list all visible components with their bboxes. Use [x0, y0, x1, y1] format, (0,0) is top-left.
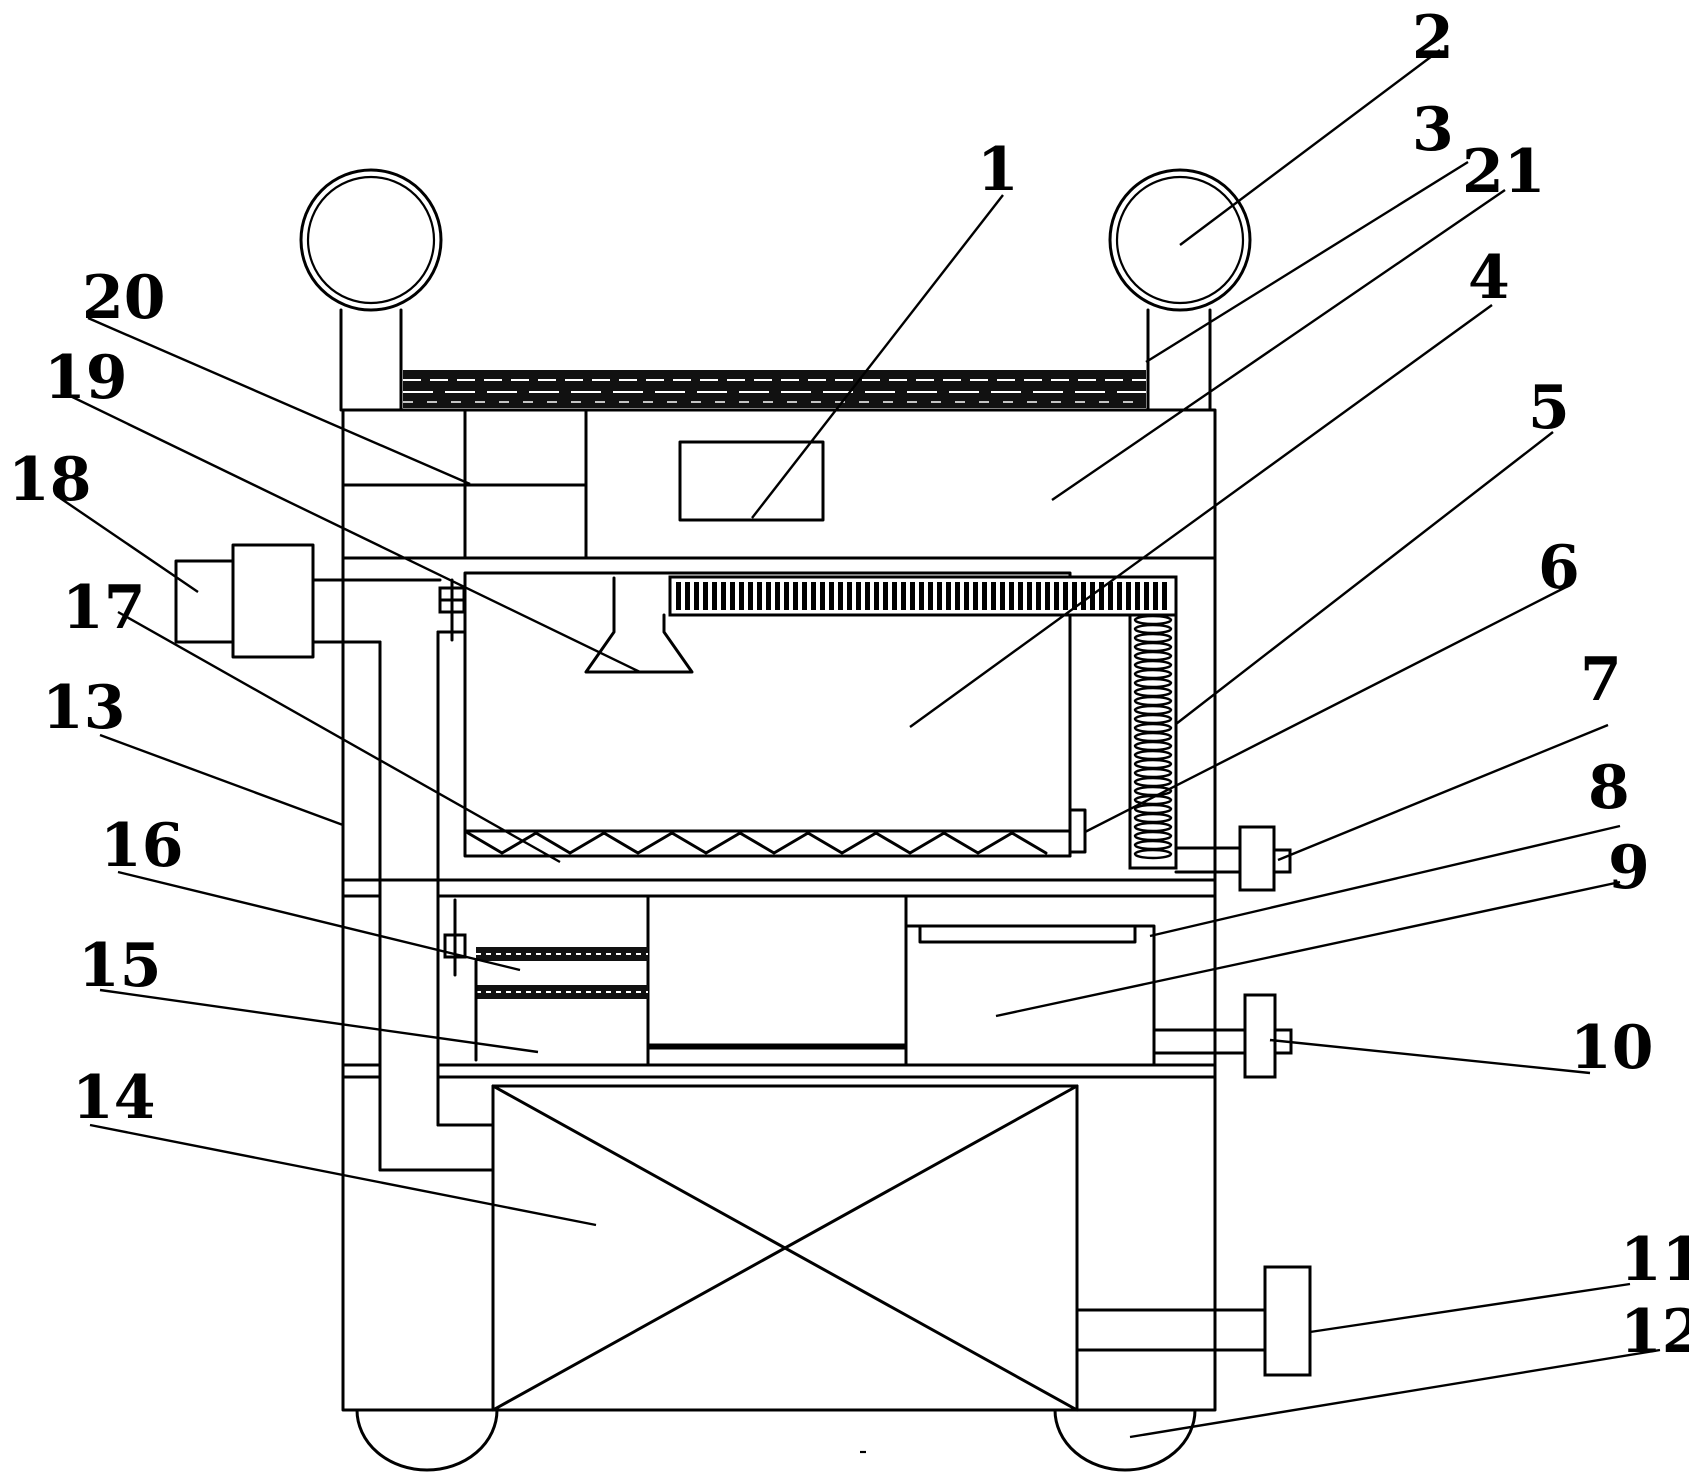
- callout-8: 8: [1588, 753, 1630, 823]
- callout-3: 3: [1412, 95, 1454, 165]
- callout-labels: 1 2 3 21 4 5 6 7 8 9 10 11 12 13 14 15 1…: [8, 3, 1689, 1367]
- callout-12: 12: [1620, 1297, 1689, 1367]
- callout-6: 6: [1538, 533, 1580, 603]
- callout-21: 21: [1462, 137, 1546, 207]
- handle-right: [1108, 168, 1252, 412]
- knob-7: [1174, 825, 1292, 892]
- motor-fan: [174, 543, 495, 1172]
- outer-frame: [341, 408, 1217, 1412]
- callout-4: 4: [1468, 243, 1510, 313]
- handle-left: [299, 168, 443, 412]
- callout-5: 5: [1528, 373, 1570, 443]
- knob-11: [1075, 1084, 1312, 1377]
- callout-7: 7: [1580, 645, 1622, 715]
- leader-lines: [59, 49, 1661, 1439]
- top-plate: [403, 370, 1146, 408]
- callout-10: 10: [1570, 1013, 1654, 1083]
- callout-16: 16: [100, 811, 184, 881]
- callout-19: 19: [44, 343, 128, 413]
- middle-section: [341, 878, 1217, 1127]
- guide-rail: [436, 578, 467, 882]
- callout-2: 2: [1412, 3, 1454, 73]
- drying-racks: [474, 947, 648, 1062]
- callout-17: 17: [62, 573, 146, 643]
- water-tank: [491, 1084, 1079, 1412]
- callout-11: 11: [1620, 1225, 1689, 1295]
- callout-15: 15: [78, 931, 162, 1001]
- callout-20: 20: [82, 263, 166, 333]
- callout-18: 18: [8, 445, 92, 515]
- callout-9: 9: [1608, 833, 1650, 903]
- wheels: [355, 1408, 1197, 1472]
- drying-chamber: [463, 571, 1178, 870]
- callout-1: 1: [977, 135, 1019, 205]
- callout-14: 14: [72, 1063, 156, 1133]
- knob-10: [1152, 993, 1293, 1079]
- callout-13: 13: [42, 673, 126, 743]
